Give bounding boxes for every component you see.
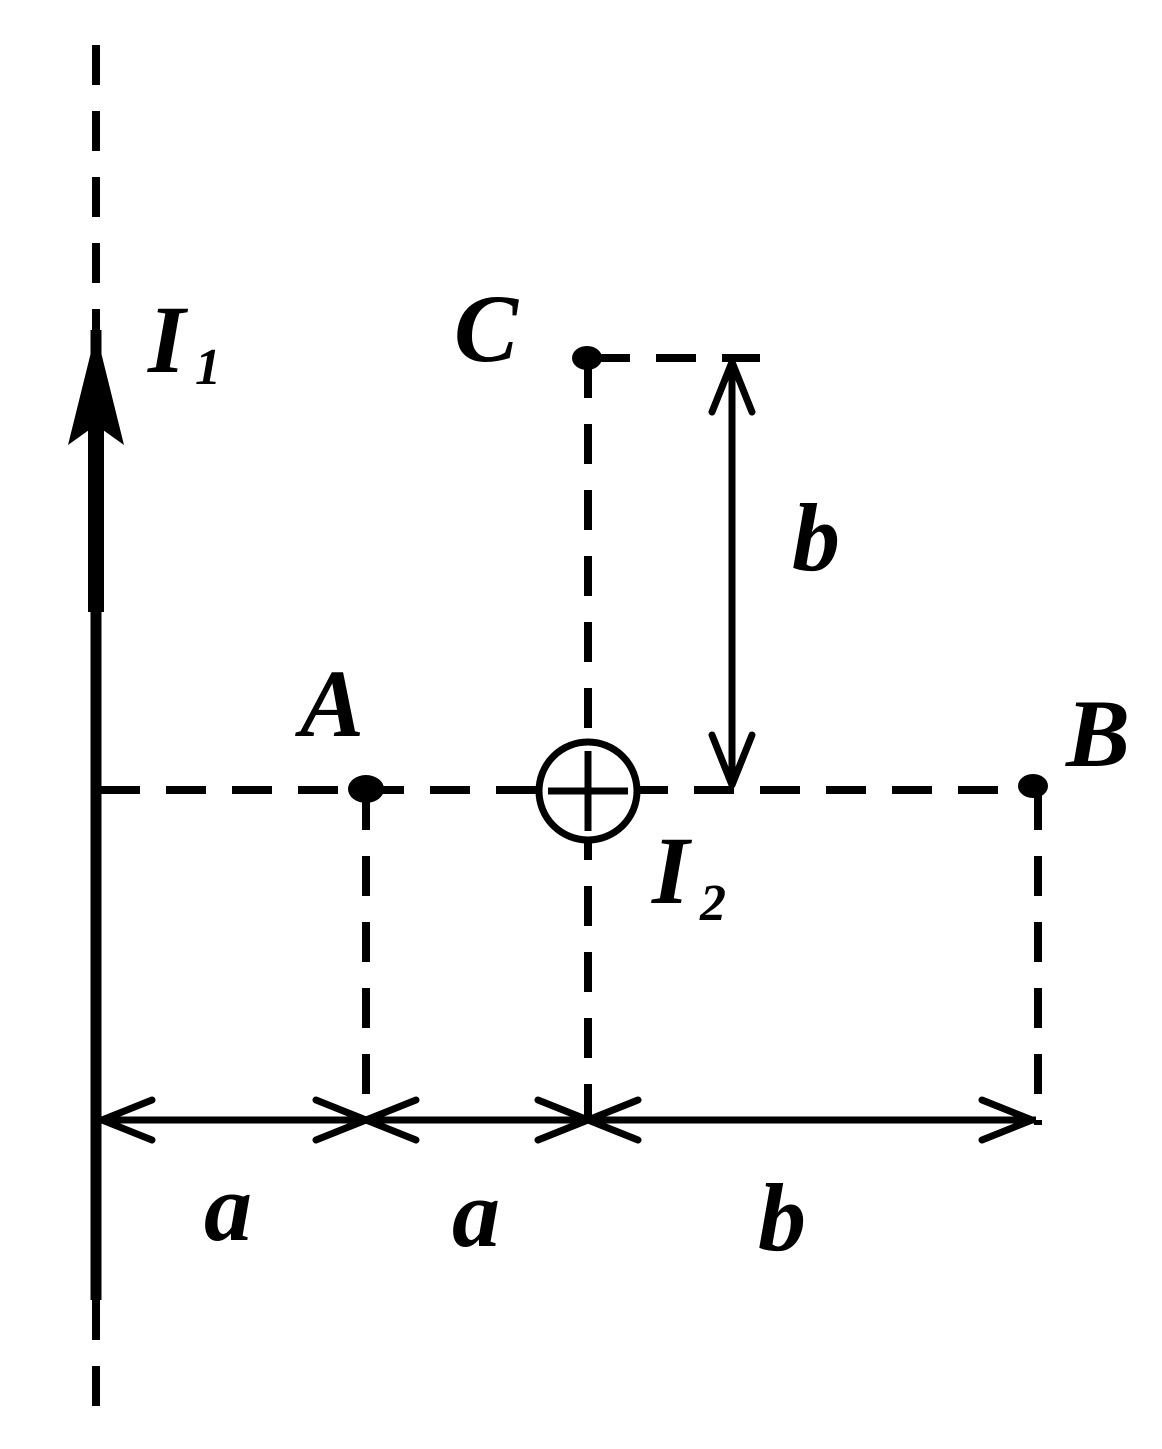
arrowhead-right-icon: [978, 1096, 1036, 1144]
points: [348, 346, 1048, 803]
label-point-b: B: [1065, 680, 1130, 787]
label-point-c: C: [454, 275, 519, 382]
label-dim-b-bottom: b: [758, 1164, 806, 1271]
point-b-dot: [1018, 774, 1048, 798]
arrow-up-icon: [68, 332, 124, 445]
point-c-dot: [572, 346, 602, 370]
label-dim-b-vertical: b: [792, 484, 840, 591]
svg-text:I: I: [147, 286, 189, 393]
dimension-bottom: [98, 1096, 1036, 1144]
wire-i1: [68, 45, 124, 1430]
svg-text:I: I: [651, 817, 693, 924]
svg-text:1: 1: [195, 339, 221, 396]
label-dim-a-left: a: [204, 1154, 252, 1261]
arrowhead-left-icon: [98, 1096, 156, 1144]
svg-text:2: 2: [699, 875, 726, 932]
label-dim-a-mid: a: [452, 1160, 500, 1267]
label-point-a: A: [295, 650, 364, 757]
point-a-dot: [348, 775, 384, 803]
arrowhead-left-icon: [362, 1096, 420, 1144]
arrowhead-down-icon: [708, 731, 756, 789]
arrowhead-up-icon: [708, 358, 756, 416]
label-i1: I 1: [147, 286, 221, 396]
arrowhead-left-icon: [584, 1096, 642, 1144]
dimension-b-vertical: [708, 358, 756, 789]
construction-lines: [100, 354, 1042, 1125]
circled-plus-icon: [535, 738, 641, 844]
label-i2: I 2: [651, 817, 726, 932]
